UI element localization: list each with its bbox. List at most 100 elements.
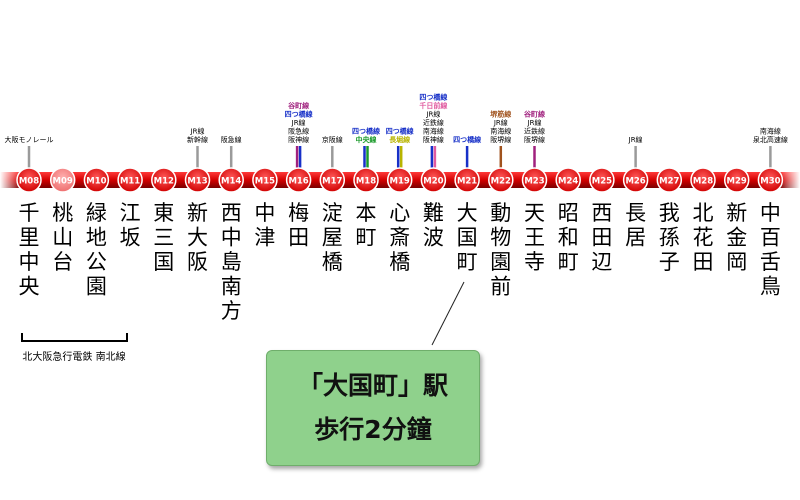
- station-name-char: 園: [86, 275, 107, 299]
- station-badge[interactable]: [16, 167, 42, 193]
- station-name-char: 西: [221, 201, 242, 225]
- station-name-char: 新: [726, 201, 747, 225]
- station-name-char: 金: [726, 226, 747, 250]
- station-name-char: 坂: [120, 226, 141, 250]
- station-code: M08: [19, 177, 39, 187]
- station-badge[interactable]: [589, 167, 615, 193]
- station-name-char: 田: [591, 226, 612, 250]
- station-badge[interactable]: [184, 167, 211, 193]
- station-name-char: 舌: [760, 250, 781, 274]
- station-badge[interactable]: [319, 167, 346, 193]
- station-code: M25: [592, 177, 612, 187]
- transfer-label: 四つ橋線: [285, 110, 313, 119]
- station-badge[interactable]: [656, 167, 683, 193]
- station-name-char: 田: [693, 250, 714, 274]
- transfer-label: 谷町線: [524, 110, 545, 119]
- station-name-char: 町: [457, 250, 478, 274]
- line-fade-right: [780, 170, 800, 190]
- station-code: M17: [322, 177, 342, 187]
- station-badge[interactable]: [117, 167, 143, 193]
- station-name-char: 大: [457, 201, 478, 225]
- station-code: M22: [491, 177, 511, 187]
- station-badge[interactable]: [151, 167, 177, 193]
- station-code: M19: [390, 177, 410, 187]
- station-name-char: 里: [19, 226, 40, 250]
- station-name-char: 園: [490, 250, 511, 274]
- station-name-char: 中: [254, 201, 275, 225]
- transfer-label: 京阪線: [322, 135, 343, 144]
- station-name-char: 鳥: [760, 275, 781, 299]
- station-name-char: 居: [625, 226, 646, 250]
- transfer-label: 阪堺線: [524, 135, 545, 144]
- transfer-label: 南海線: [490, 127, 511, 136]
- station-name-char: 三: [153, 226, 174, 250]
- station-code: M30: [760, 177, 780, 187]
- station-name-char: 橋: [322, 250, 343, 274]
- station-badge[interactable]: [690, 167, 716, 193]
- station-badge[interactable]: [757, 167, 784, 193]
- transfer-label: 中央線: [356, 135, 377, 144]
- line-bracket: [21, 333, 128, 342]
- station-name-char: 方: [221, 299, 242, 323]
- station-badge[interactable]: [83, 167, 110, 193]
- station-name-char: 岡: [726, 250, 747, 274]
- station-code: M14: [221, 177, 241, 187]
- station-badge[interactable]: [555, 167, 581, 193]
- station-name-char: 屋: [322, 226, 343, 250]
- transfer-label: JR線: [493, 118, 508, 127]
- station-name-char: 花: [693, 226, 714, 250]
- station-badge[interactable]: [353, 167, 379, 193]
- transfer-label: 阪急線: [221, 135, 242, 144]
- station-code: M09: [53, 177, 73, 187]
- station-badge[interactable]: [49, 167, 76, 193]
- line-fade-left: [0, 170, 20, 190]
- station-name-char: 台: [52, 250, 73, 274]
- station-badge[interactable]: [488, 167, 514, 193]
- station-code: M12: [154, 177, 174, 187]
- transfer-layer: 大阪モノレールJR線新幹線阪急線谷町線四つ橋線JR線阪急線阪神線京阪線四つ橋線中…: [5, 93, 788, 172]
- station-code: M23: [524, 177, 544, 187]
- station-name-char: 昭: [558, 201, 579, 225]
- station-name-char: 心: [389, 201, 410, 225]
- transfer-label: 四つ橋線: [419, 93, 447, 102]
- transfer-label: 長堀線: [389, 135, 410, 144]
- station-badge[interactable]: [454, 167, 480, 193]
- station-badge[interactable]: [285, 167, 312, 193]
- transfer-label: 四つ橋線: [352, 127, 380, 136]
- station-callout: 「大国町」駅 歩行2分鐘: [266, 350, 480, 466]
- station-name-char: 物: [490, 226, 511, 250]
- transfer-label: 阪急線: [288, 127, 309, 136]
- transfer-label: 堺筋線: [490, 110, 511, 119]
- station-name-char: 淀: [322, 201, 343, 225]
- station-badge[interactable]: [252, 167, 278, 193]
- station-code: M21: [457, 177, 477, 187]
- station-name-char: 山: [52, 226, 73, 250]
- station-code: M29: [727, 177, 747, 187]
- transfer-label: 千日前線: [419, 101, 447, 110]
- station-badge[interactable]: [723, 167, 750, 193]
- station-name-char: 梅: [288, 201, 309, 225]
- station-badge[interactable]: [420, 167, 447, 193]
- station-name-char: 新: [187, 201, 208, 225]
- transfer-label: 四つ橋線: [386, 127, 414, 136]
- transfer-label: 大阪モノレール: [5, 135, 54, 144]
- station-name-char: 長: [625, 201, 646, 225]
- station-name-char: 我: [659, 201, 680, 225]
- transfer-label: 近鉄線: [423, 118, 444, 127]
- station-badge[interactable]: [386, 167, 413, 193]
- station-badge[interactable]: [218, 167, 244, 193]
- station-name-char: 北: [693, 201, 714, 225]
- transfer-label: JR線: [291, 118, 306, 127]
- station-code: M20: [423, 177, 443, 187]
- station-name-char: 町: [356, 226, 377, 250]
- station-name-char: 波: [423, 226, 444, 250]
- station-badge[interactable]: [622, 167, 649, 193]
- station-badge[interactable]: [521, 167, 548, 193]
- station-name-char: 田: [288, 226, 309, 250]
- transfer-label: 阪神線: [288, 135, 309, 144]
- transfer-label: 近鉄線: [524, 127, 545, 136]
- station-name-char: 西: [591, 201, 612, 225]
- station-name-char: 辺: [591, 250, 612, 274]
- station-name-char: 央: [19, 275, 40, 299]
